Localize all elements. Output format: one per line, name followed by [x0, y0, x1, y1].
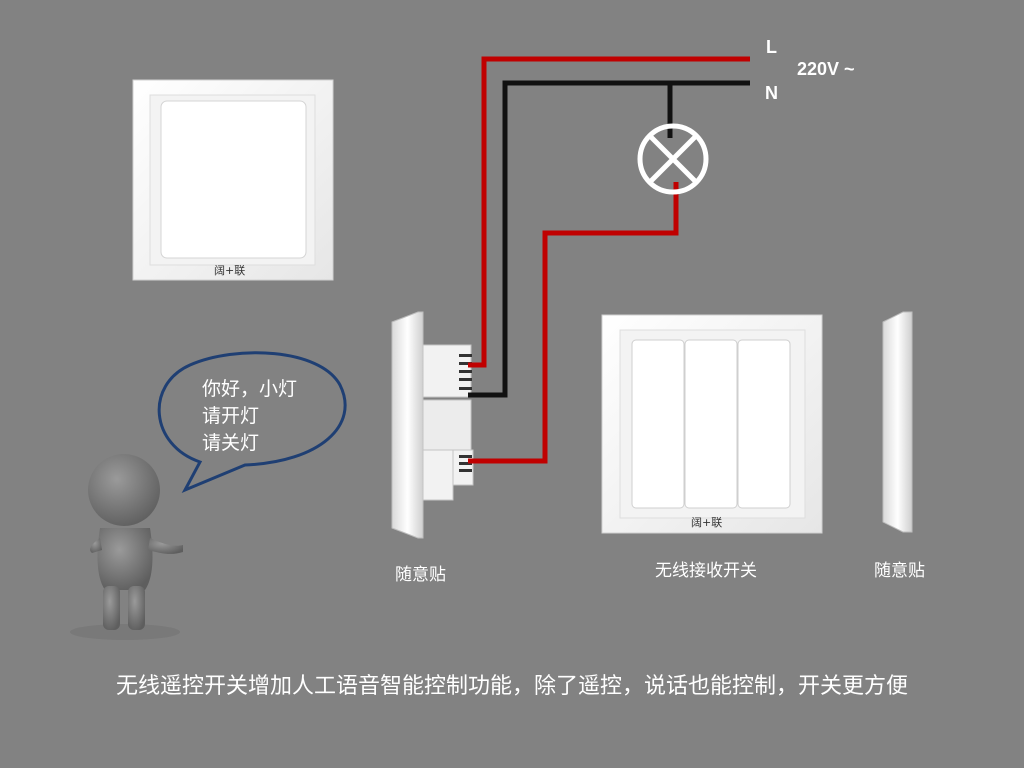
- neutral-terminal-label: N: [765, 83, 778, 103]
- voltage-label: 220V ~: [797, 59, 855, 79]
- speech-bubble-outline: [157, 351, 347, 494]
- receiver-switch-label: 无线接收开关: [655, 561, 757, 581]
- right-side-switch-label: 随意贴: [874, 561, 925, 581]
- live-wire: [468, 56, 750, 464]
- receiver-brand-logo: 阔+联: [691, 516, 723, 529]
- receiver-switch-panel: [601, 314, 823, 534]
- speech-bubble: 你好，小灯 请开灯 请关灯: [202, 376, 297, 457]
- speech-line: 请开灯: [202, 405, 260, 427]
- single-switch-panel: [132, 79, 334, 281]
- speech-line: 请关灯: [202, 432, 260, 454]
- live-terminal-label: L: [766, 37, 777, 57]
- neutral-wire: [468, 80, 750, 398]
- left-side-switch-label: 随意贴: [395, 565, 446, 585]
- top-left-brand-logo: 阔+联: [214, 264, 246, 277]
- side-switch-left: [391, 311, 474, 539]
- speech-line: 你好，小灯: [202, 378, 298, 400]
- side-switch-right: [882, 311, 913, 533]
- lamp-symbol: [637, 123, 709, 195]
- figure-icon: [70, 454, 183, 640]
- caption-text: 无线遥控开关增加人工语音智能控制功能，除了遥控，说话也能控制，开关更方便: [115, 674, 908, 699]
